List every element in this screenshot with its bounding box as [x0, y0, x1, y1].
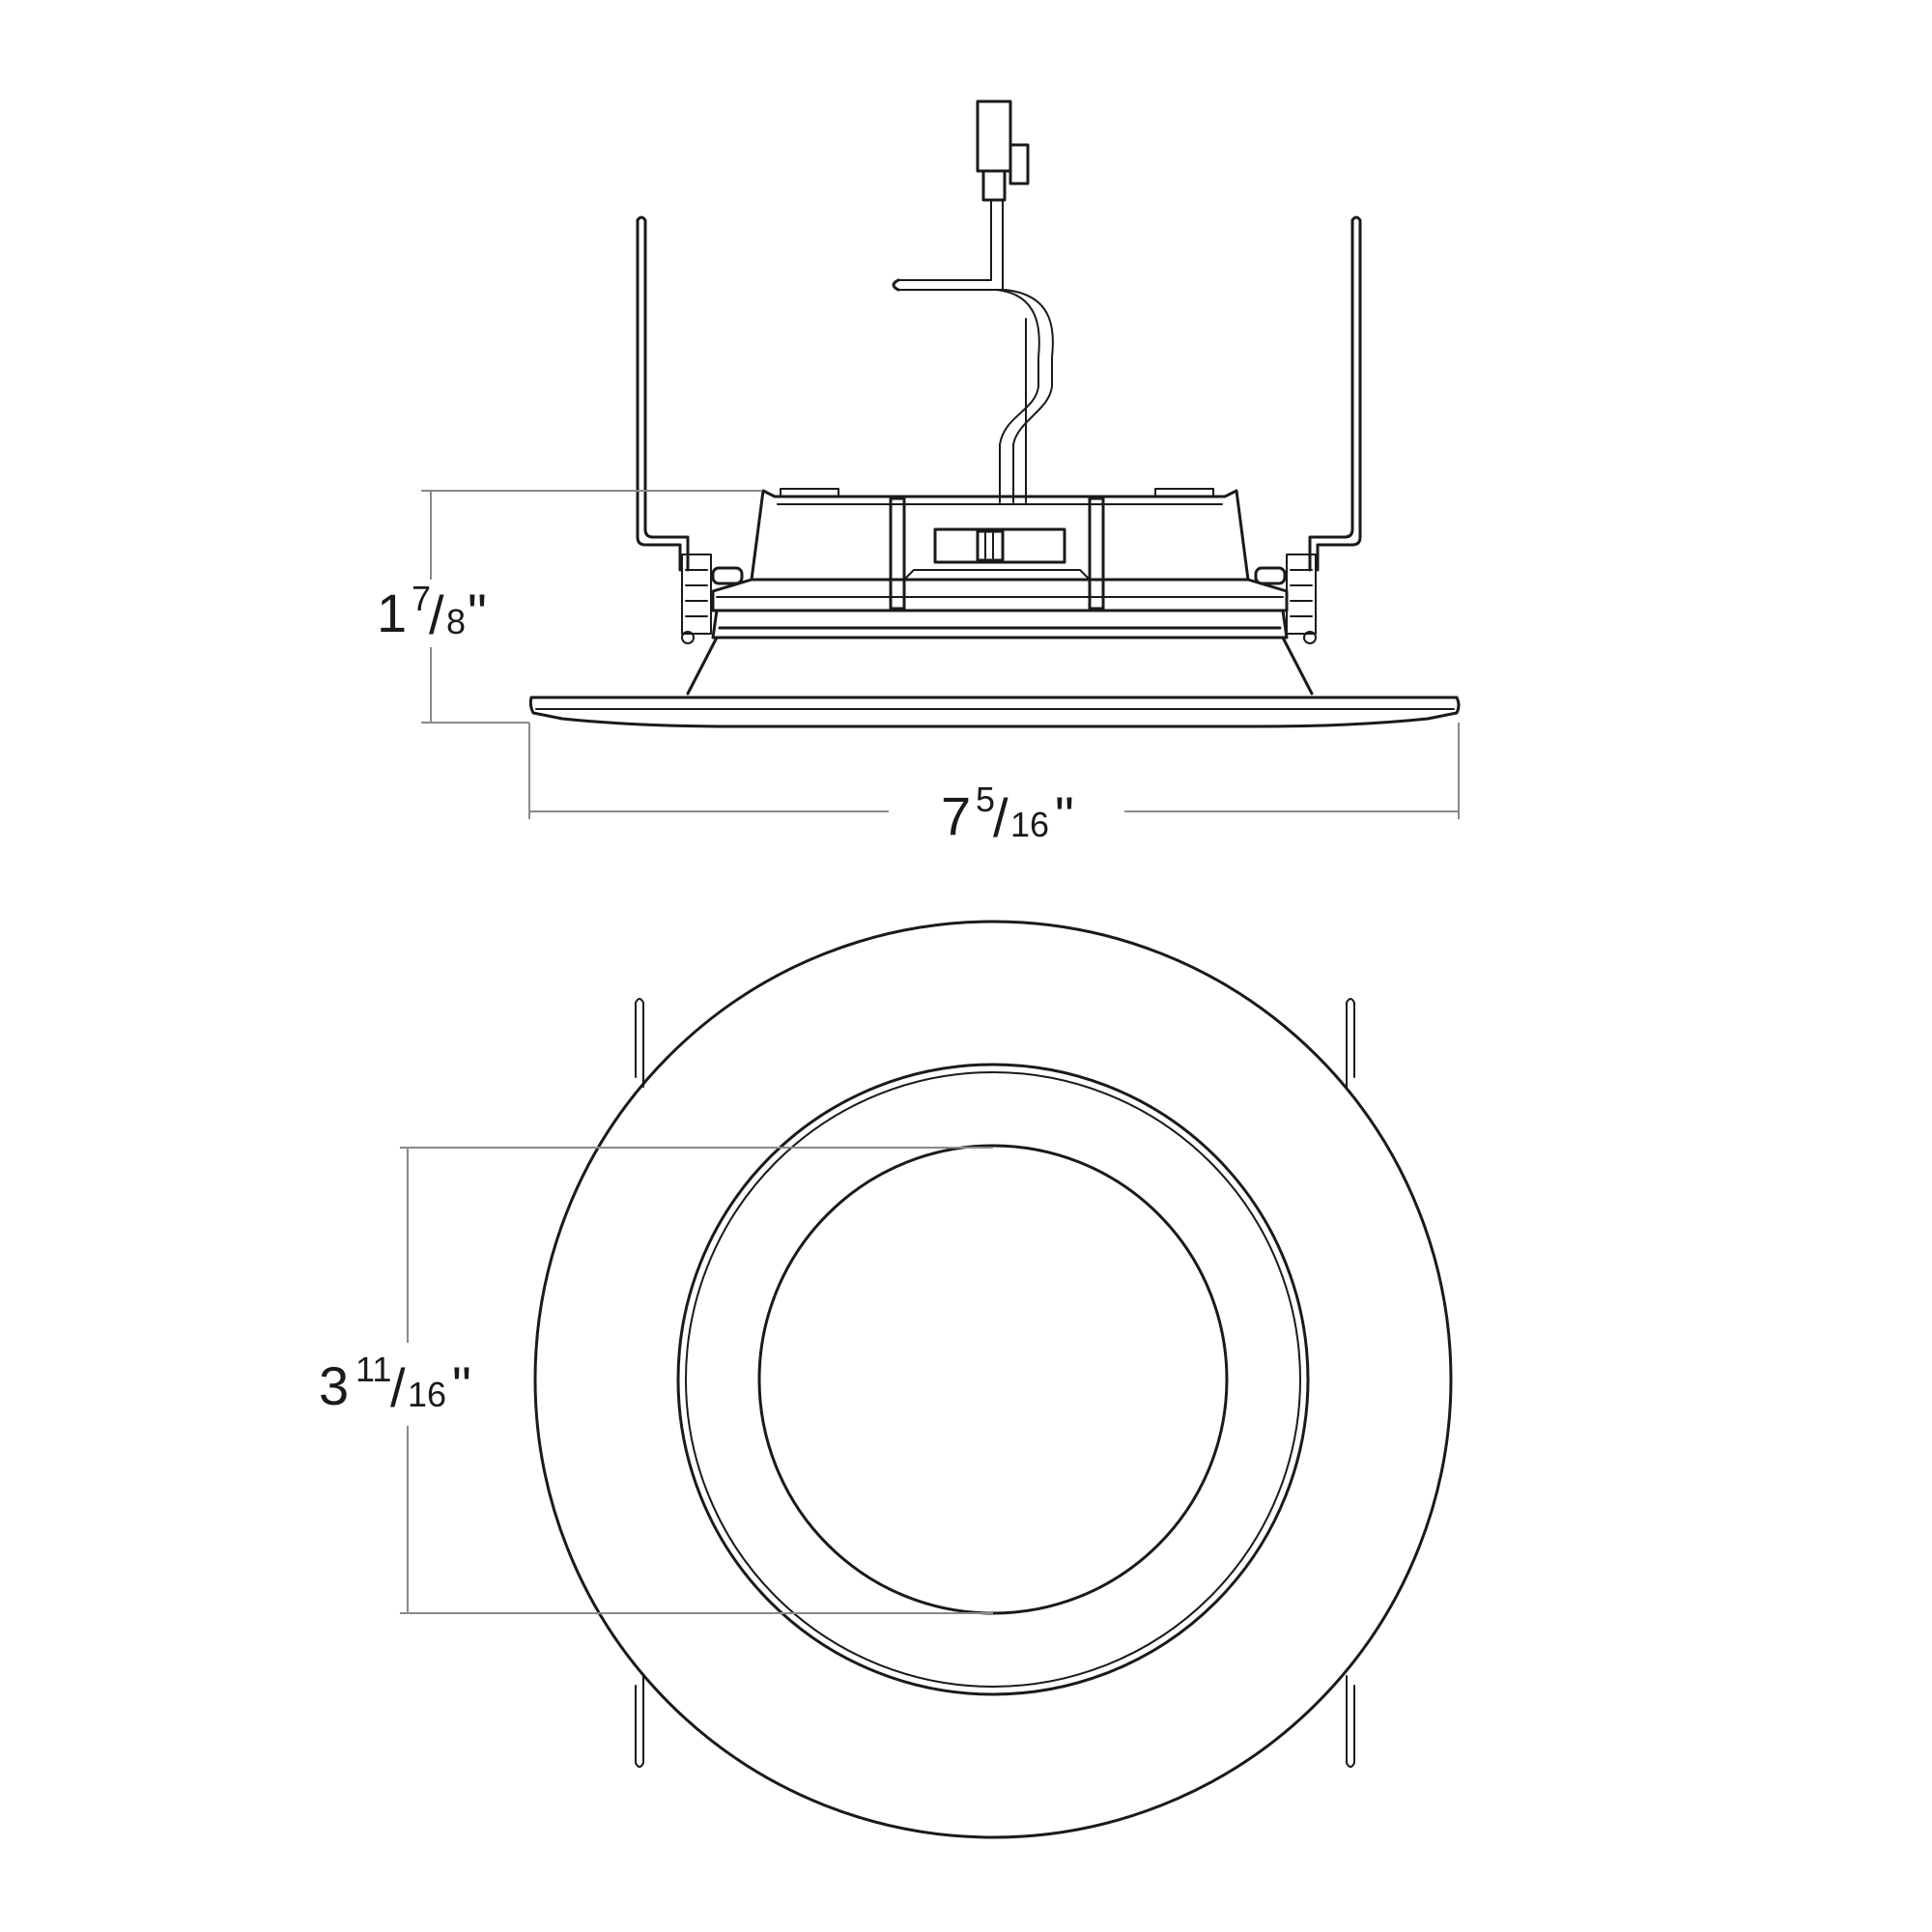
aperture-unit: " [452, 1355, 471, 1416]
trim-flange [528, 696, 1461, 728]
width-denominator: 16 [1010, 805, 1049, 844]
step-ring [711, 578, 1289, 639]
side-view [528, 99, 1461, 728]
height-unit: " [468, 582, 487, 643]
height-dimension: 1 7 / 8 " [363, 490, 761, 724]
width-numerator: 5 [976, 780, 995, 819]
reflector-inner-ring [685, 1071, 1301, 1688]
height-slash: / [429, 584, 444, 645]
reflector-outer-ring [676, 1063, 1310, 1696]
aperture-slash: / [390, 1357, 406, 1418]
height-denominator: 8 [446, 602, 466, 641]
width-unit: " [1055, 785, 1074, 846]
front-clips [635, 998, 1355, 1768]
outer-flange-circle [533, 920, 1453, 1839]
lens-aperture-circle [757, 1144, 1229, 1615]
aperture-dimension: 3 11 / 16 " [319, 1147, 993, 1614]
left-mounting-clip [636, 215, 744, 644]
svg-text:7 5 / 16: 7 5 / 16 " [941, 780, 1074, 848]
width-slash: / [993, 787, 1009, 848]
height-whole: 1 [377, 582, 407, 643]
width-dimension: 7 5 / 16 " [528, 723, 1460, 848]
cct-switch [933, 527, 1066, 564]
wire-lead [892, 199, 1054, 503]
connector-plug [976, 99, 1030, 202]
reflector-cone [686, 636, 1314, 696]
front-view [533, 920, 1453, 1839]
right-mounting-clip [1254, 215, 1362, 644]
driver-housing [750, 488, 1250, 611]
aperture-numerator: 11 [355, 1350, 391, 1389]
aperture-denominator: 16 [408, 1375, 446, 1414]
svg-text:3 11 / 16: 3 11 / 16 " [319, 1350, 471, 1418]
svg-text:1 7 / 8: 1 7 / 8 " [377, 579, 487, 645]
height-numerator: 7 [412, 579, 431, 618]
aperture-whole: 3 [319, 1355, 349, 1416]
width-whole: 7 [941, 785, 971, 846]
